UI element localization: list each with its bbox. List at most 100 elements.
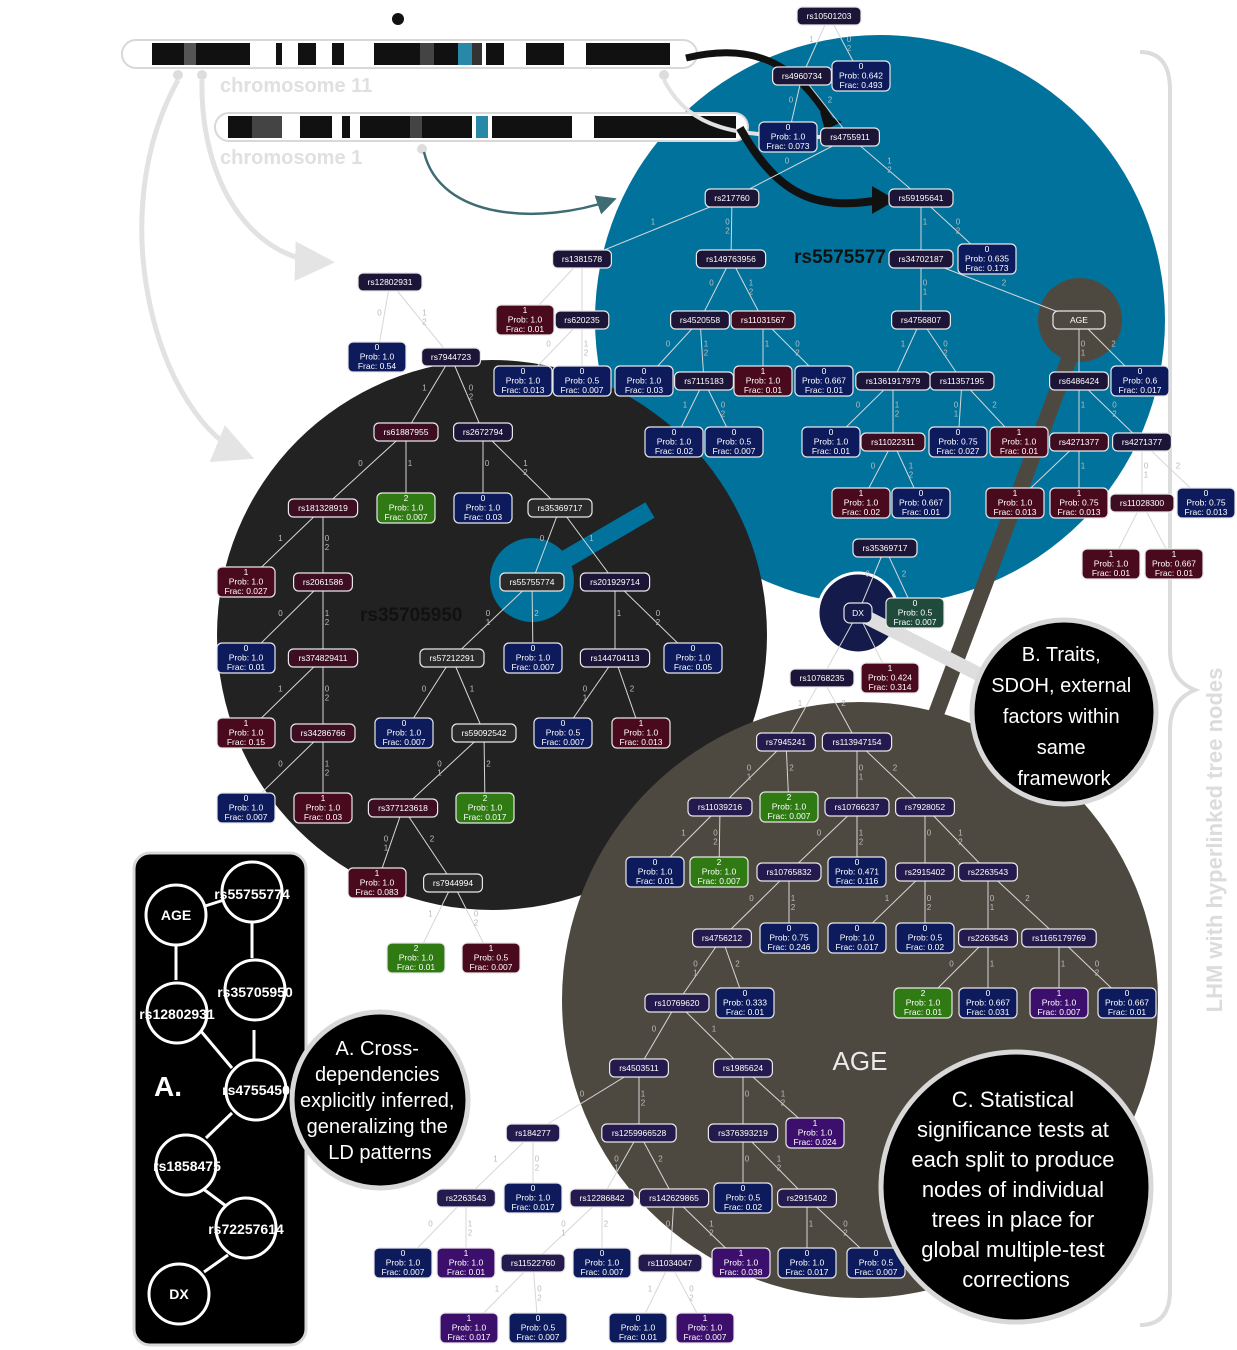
svg-text:rs34286766: rs34286766: [301, 728, 346, 738]
tree-leaf-node: 2Prob: 1.0Frac: 0.01: [894, 988, 952, 1018]
tree-split-node: rs34702187: [889, 250, 953, 268]
panel-a-node-age: AGE: [161, 907, 191, 923]
edge-label: 0: [278, 760, 283, 769]
tree-split-node: rs35369717: [853, 539, 917, 557]
panel-a-title: A.: [154, 1071, 182, 1102]
edge-label: 02: [325, 685, 330, 703]
svg-text:DX: DX: [852, 608, 864, 618]
edge-label: 1: [422, 384, 427, 393]
edge-label: 2: [841, 699, 846, 708]
edge-label: 01: [990, 894, 995, 912]
edge-label: 0: [278, 609, 283, 618]
svg-text:rs4271377: rs4271377: [1059, 437, 1099, 447]
svg-text:rs12286842: rs12286842: [580, 1193, 625, 1203]
tree-split-node: rs2263543: [959, 929, 1018, 947]
tree-leaf-node: 0Prob: 0.333Frac: 0.01: [716, 988, 774, 1018]
tree-split-node: rs2915402: [778, 1189, 837, 1207]
edge-label: 12: [958, 829, 963, 847]
tree-split-node: rs34286766: [291, 724, 355, 742]
tree-split-node: rs11034047: [638, 1254, 702, 1272]
tree-split-node: rs7115183: [675, 372, 734, 390]
tree-split-node: rs113947154: [822, 733, 891, 751]
edge-label: 02: [537, 1285, 542, 1303]
svg-text:rs181328919: rs181328919: [298, 503, 348, 513]
edge-label: 0: [949, 960, 954, 969]
tree-split-node: rs4271377: [1113, 433, 1172, 451]
tree-split-node: rs12802931: [358, 273, 422, 291]
svg-text:rs149763956: rs149763956: [706, 254, 756, 264]
tree-split-node: rs7944723: [422, 348, 481, 366]
edge-label: 01: [583, 685, 588, 703]
svg-text:rs34702187: rs34702187: [899, 254, 944, 264]
svg-text:rs113947154: rs113947154: [833, 737, 882, 747]
tree-split-node: rs217760: [705, 189, 759, 207]
edge-label: 2: [630, 685, 635, 694]
svg-text:rs1985624: rs1985624: [723, 1063, 763, 1073]
edge-label: 01: [954, 401, 959, 419]
edge-label: 0: [652, 1025, 657, 1034]
edge-label: 0: [377, 309, 382, 318]
tree-split-node: rs149763956: [696, 250, 765, 268]
tree-split-node: rs59195641: [889, 189, 953, 207]
edge-label: 02: [713, 829, 718, 847]
tree-split-node: rs7945241: [757, 733, 816, 751]
svg-text:rs2061586: rs2061586: [303, 577, 343, 587]
chromosome-1-label: chromosome 1: [220, 147, 362, 169]
edge-label: 01: [437, 760, 442, 778]
cluster-label-dark: rs35705950: [360, 605, 463, 626]
edge-label: 12: [887, 157, 892, 175]
edge-label: 0: [871, 462, 876, 471]
edge-label: 02: [847, 35, 852, 53]
edge-label: 0: [666, 340, 671, 349]
edge-label: 1: [765, 340, 770, 349]
tree-split-node: DX: [844, 603, 872, 623]
tree-split-node: rs1985624: [714, 1059, 773, 1077]
svg-text:rs7944723: rs7944723: [431, 352, 471, 362]
tree-split-node: rs374829411: [288, 649, 357, 667]
svg-text:rs7115183: rs7115183: [684, 376, 724, 386]
edge-label: 12: [468, 1220, 473, 1238]
edge-label: 1: [651, 218, 656, 227]
tree-split-node: rs142629865: [639, 1189, 708, 1207]
panel-a-node-rs12802931: rs12802931: [139, 1006, 215, 1022]
edge-label: 0: [749, 894, 754, 903]
edge-label: 01: [859, 764, 864, 782]
panel-a-node-rs1858475: rs1858475: [153, 1158, 221, 1174]
svg-text:rs4756807: rs4756807: [901, 315, 941, 325]
edge-label: 01: [693, 960, 698, 978]
tree-leaf-node: 2Prob: 1.0Frac: 0.017: [456, 793, 514, 823]
tree-split-node: rs11022311: [861, 433, 925, 451]
svg-text:rs201929714: rs201929714: [590, 577, 640, 587]
svg-text:rs10766237: rs10766237: [835, 802, 880, 812]
svg-text:rs4756212: rs4756212: [702, 933, 742, 943]
cluster-label-age: AGE: [833, 1046, 888, 1076]
tree-split-node: rs10769620: [645, 994, 709, 1012]
svg-text:rs10769620: rs10769620: [655, 998, 700, 1008]
tree-leaf-node: 1Prob: 0.75Frac: 0.013: [1050, 488, 1108, 518]
svg-text:rs6486424: rs6486424: [1059, 376, 1099, 386]
tree-split-node: rs7928052: [896, 798, 955, 816]
tree-split-node: rs1259966528: [602, 1124, 676, 1142]
svg-text:rs2263543: rs2263543: [968, 867, 1008, 877]
svg-text:rs142629865: rs142629865: [649, 1193, 699, 1203]
edge-label: 2: [486, 760, 491, 769]
edge-label: 0: [546, 340, 551, 349]
tree-split-node: rs1381578: [553, 250, 612, 268]
tree-split-node: rs11028300: [1110, 494, 1174, 512]
tree-split-node: rs10766237: [825, 798, 889, 816]
svg-text:rs1361917979: rs1361917979: [866, 376, 921, 386]
tree-leaf-node: 1Prob: 1.0Frac: 0.083: [348, 868, 406, 898]
tree-split-node: rs2263543: [959, 863, 1018, 881]
svg-text:rs620235: rs620235: [564, 315, 600, 325]
edge-label: 2: [1176, 462, 1181, 471]
tree-leaf-node: 0Prob: 0.667Frac: 0.01: [1098, 988, 1156, 1018]
edge-label: 2: [1111, 340, 1116, 349]
edge-label: 12: [325, 609, 330, 627]
tree-split-node: rs144704113: [580, 649, 649, 667]
